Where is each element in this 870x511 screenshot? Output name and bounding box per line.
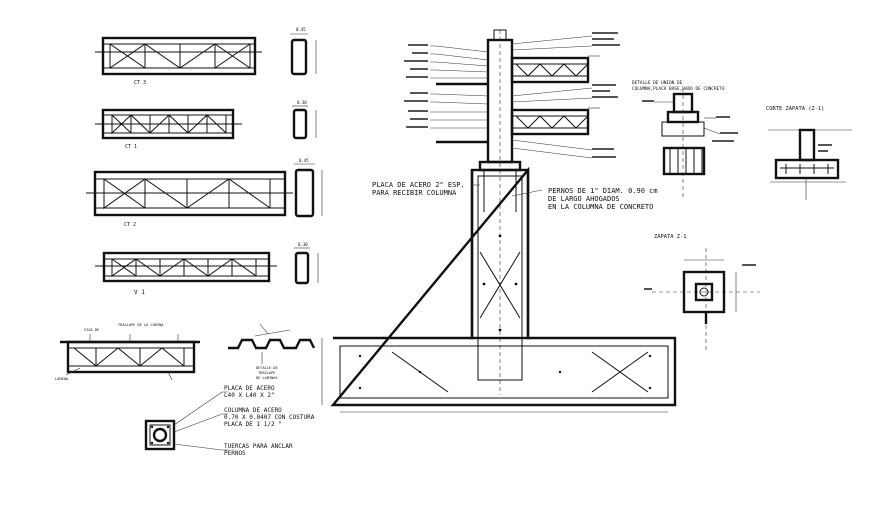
truss-beam-v1: V 1: [95, 251, 277, 296]
overlap-detail-title-3: DE LAMINAS: [256, 376, 278, 380]
union-title-1: DETALLE DE UNION DE: [632, 80, 683, 86]
union-detail: DETALLE DE UNION DE COLUMNA,PLACA BASE,D…: [632, 80, 738, 200]
plate-note-1: PLACA DE ACERO 2" ESP.: [372, 181, 465, 189]
bolts-note-3: EN LA COLUMNA DE CONCRETO: [548, 203, 653, 211]
tiny-notes-right: [592, 32, 620, 158]
truss-beam-ct2: CT 2: [86, 170, 293, 228]
section-dim-ct3: 0.45: [296, 27, 306, 32]
footing-plan-title: ZAPATA Z-1: [654, 234, 686, 240]
overlap-detail-title-1: DETALLE DE: [256, 366, 278, 370]
main-elevation: [321, 29, 677, 413]
footing-plan: ZAPATA Z-1: [644, 234, 760, 352]
truss-beam-ct3: CT 3: [95, 36, 262, 86]
plate-note-2: PARA RECIBIR COLUMNA: [372, 189, 457, 197]
beam-label-ct3: CT 3: [134, 80, 146, 86]
column-plate-label-2: L40 X L40 X 2": [224, 392, 275, 399]
deck-label-overlap: TRASLAPE DE LA LAMINA: [118, 323, 164, 327]
overlap-detail-title-2: TRASLAPE: [258, 371, 275, 375]
bolts-note-1: PERNOS DE 1" DIAM. 0.90 cm: [548, 187, 658, 195]
column-plate-label-1: PLACA DE ACERO: [224, 385, 275, 392]
section-v1: 0.30: [294, 242, 319, 285]
union-title-2: COLUMNA,PLACA BASE,DADO DE CONCRETO: [632, 86, 725, 92]
section-ct3: 0.45: [290, 27, 317, 76]
deck-label-side: LAMINA: [55, 377, 69, 381]
nuts-label-2: PERNOS: [224, 450, 246, 457]
section-dim-v1: 0.30: [298, 242, 308, 247]
deck-detail: VIGA DE TRASLAPE DE LA LAMINA LAMINA: [55, 323, 200, 381]
column-steel-label-1: COLUMNA DE ACERO: [224, 407, 282, 414]
truss-beam-ct1: CT 1: [95, 108, 242, 150]
overlap-detail: DETALLE DE TRASLAPE DE LAMINAS: [228, 323, 316, 380]
section-dim-ct1: 0.30: [297, 100, 307, 105]
deck-label-top: VIGA DE: [84, 328, 99, 332]
column-steel-label-3: PLACA DE 1 1/2 ": [224, 421, 282, 428]
beam-label-v1: V 1: [134, 289, 145, 296]
tiny-notes-left: [404, 44, 428, 128]
bolts-note-2: DE LARGO AHOGADOS: [548, 195, 620, 203]
beam-label-ct2: CT 2: [124, 222, 136, 228]
section-ct1: 0.30: [292, 100, 317, 140]
section-dim-ct2: 0.45: [299, 158, 309, 163]
column-steel-label-2: 0.70 X 0.0407 CON COSTURA: [224, 414, 315, 421]
footing-section-title: CORTE ZAPATA (Z-1): [766, 106, 824, 112]
nuts-label-1: TUERCAS PARA ANCLAR: [224, 443, 293, 450]
footing-section: CORTE ZAPATA (Z-1): [766, 106, 852, 200]
beam-label-ct1: CT 1: [125, 144, 137, 150]
column-plate-detail: PLACA DE ACERO L40 X L40 X 2" COLUMNA DE…: [144, 385, 315, 457]
section-ct2: 0.45: [294, 158, 323, 218]
